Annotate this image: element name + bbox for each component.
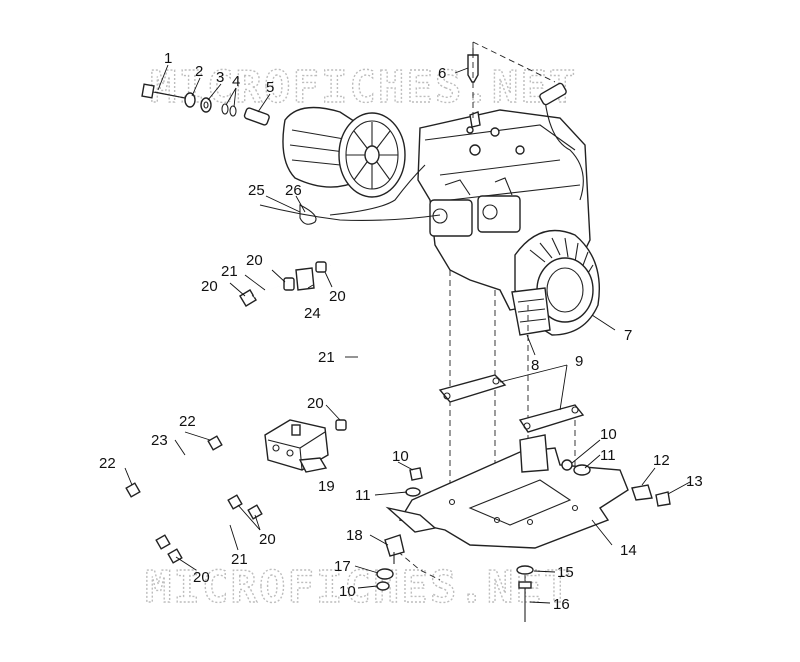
fuel-pump bbox=[264, 419, 329, 473]
callout-5: 5 bbox=[266, 79, 274, 96]
callout-6: 6 bbox=[438, 65, 446, 82]
callout-13: 13 bbox=[686, 473, 703, 490]
engine-assembly bbox=[417, 48, 600, 336]
callout-3: 3 bbox=[216, 69, 224, 86]
callout-14: 14 bbox=[620, 542, 637, 559]
callout-2: 2 bbox=[195, 63, 203, 80]
callout-20-pump: 20 bbox=[307, 395, 324, 412]
clutch-bolt-stack bbox=[141, 83, 270, 126]
callout-21-upper: 21 bbox=[221, 263, 238, 280]
callout-9: 9 bbox=[575, 353, 583, 370]
callout-10-left: 10 bbox=[392, 448, 409, 465]
vent-hoses bbox=[125, 435, 263, 564]
leader-lines bbox=[124, 64, 691, 604]
callout-23: 23 bbox=[151, 432, 168, 449]
callout-20-hose-left: 20 bbox=[201, 278, 218, 295]
watermark-bottom: MICROFICHES.NET bbox=[145, 562, 572, 613]
callout-24: 24 bbox=[304, 305, 321, 322]
callout-19: 19 bbox=[318, 478, 335, 495]
callout-numbers: 1 2 3 4 5 6 7 8 9 10 10 10 11 11 12 13 1… bbox=[99, 50, 703, 613]
callout-15: 15 bbox=[557, 564, 574, 581]
fuel-hose-assembly bbox=[239, 261, 362, 431]
callout-10-bottom: 10 bbox=[339, 583, 356, 600]
mount-hardware bbox=[376, 459, 671, 622]
callout-12: 12 bbox=[653, 452, 670, 469]
watermark-top: MICROFICHES.NET bbox=[150, 62, 577, 113]
callout-20-hose-right: 20 bbox=[329, 288, 346, 305]
callout-17: 17 bbox=[334, 558, 351, 575]
callout-4: 4 bbox=[232, 73, 240, 90]
callout-26: 26 bbox=[285, 182, 302, 199]
callout-21-lower: 21 bbox=[231, 551, 248, 568]
callout-8: 8 bbox=[531, 357, 539, 374]
callout-21-middle: 21 bbox=[318, 349, 335, 366]
callout-7: 7 bbox=[624, 327, 632, 344]
callout-16: 16 bbox=[553, 596, 570, 613]
callout-20-hose-top: 20 bbox=[246, 252, 263, 269]
primary-clutch bbox=[282, 106, 406, 198]
engine-mount-plate bbox=[385, 374, 629, 549]
callout-11-right: 11 bbox=[600, 447, 616, 464]
callout-25: 25 bbox=[248, 182, 265, 199]
callout-22-top: 22 bbox=[179, 413, 196, 430]
callout-10-right: 10 bbox=[600, 426, 617, 443]
callout-22-left: 22 bbox=[99, 455, 116, 472]
callout-11-left: 11 bbox=[355, 487, 371, 504]
callout-18: 18 bbox=[346, 527, 363, 544]
callout-20-pair-right: 20 bbox=[259, 531, 276, 548]
callout-20-pair-left: 20 bbox=[193, 569, 210, 586]
throttle-cable bbox=[259, 204, 441, 221]
callout-1: 1 bbox=[164, 50, 172, 67]
